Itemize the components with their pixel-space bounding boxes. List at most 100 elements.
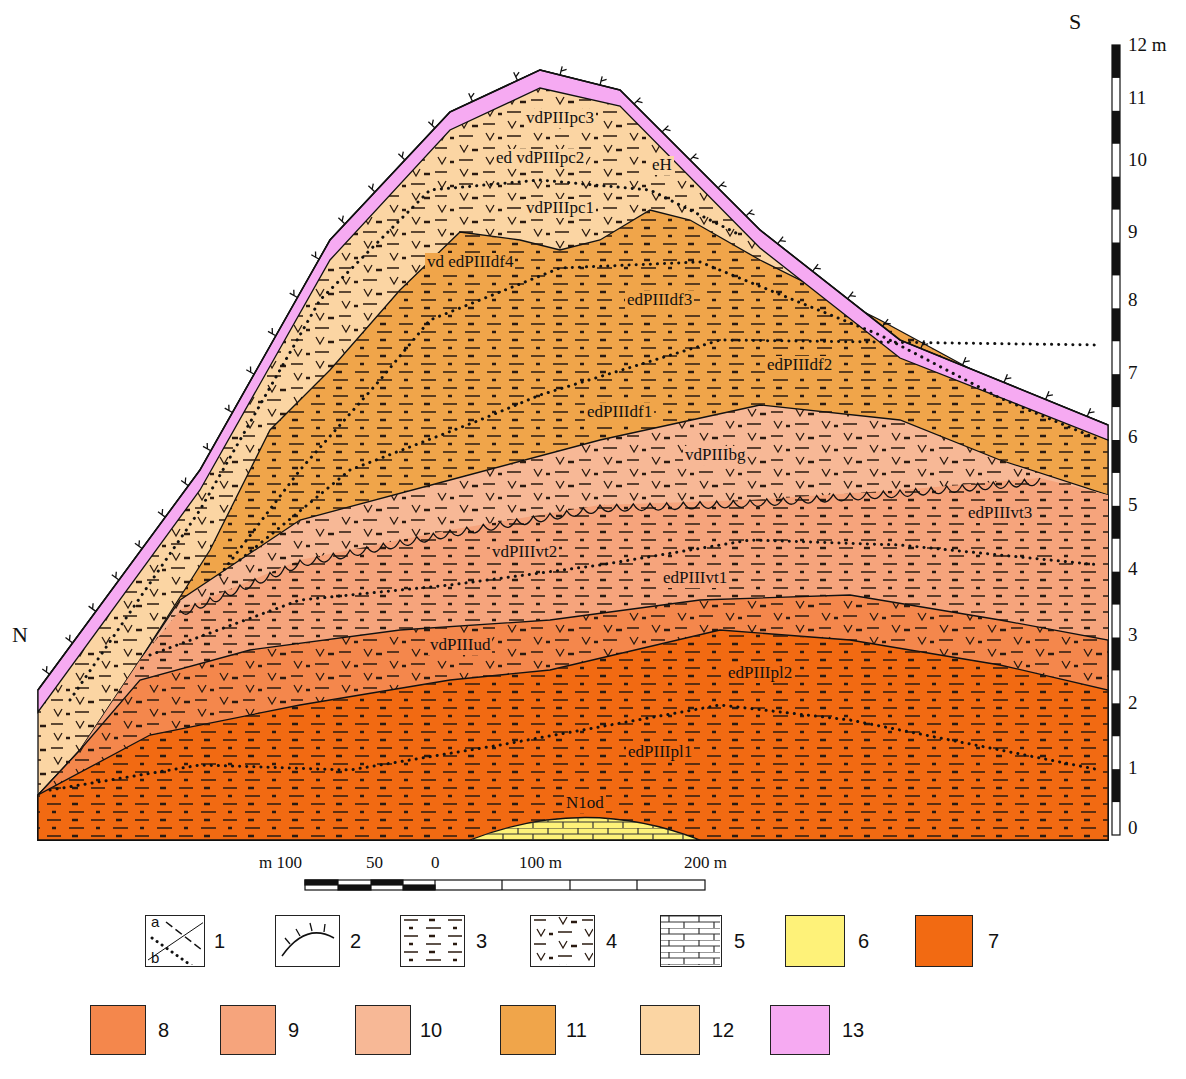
vt-layer	[38, 478, 1108, 840]
axis-label: 8	[1126, 290, 1140, 311]
axis-label: 9	[1126, 222, 1140, 243]
scale-bar	[1112, 506, 1120, 539]
scale-bar	[1112, 111, 1120, 144]
plant-symbol	[268, 328, 276, 336]
wavy-boundary	[180, 478, 1040, 614]
plant-symbol	[290, 290, 298, 298]
plant-symbol	[718, 182, 727, 188]
plant-symbol	[690, 154, 699, 160]
ud-layer	[38, 595, 1108, 840]
plant-symbol	[1046, 391, 1053, 399]
plant-symbol	[158, 509, 165, 517]
bg-pattern	[38, 405, 1108, 840]
plant-symbol	[181, 478, 188, 486]
plant-symbol	[428, 120, 435, 128]
scale-bar	[1112, 243, 1120, 276]
scale-label: m 100	[257, 854, 304, 873]
dotted-line	[70, 180, 740, 700]
scale-bar	[1112, 45, 1120, 835]
legend-number: 1	[214, 931, 225, 951]
legend-number: 10	[420, 1020, 442, 1040]
legend-swatch	[785, 915, 845, 967]
axis-label: 4	[1126, 559, 1140, 580]
plant-symbol	[311, 251, 319, 259]
legend-number: 5	[734, 931, 745, 951]
axis-label: 0	[1126, 818, 1140, 839]
unit-label: vdPIIIbg	[683, 446, 747, 465]
legend-swatch	[220, 1005, 276, 1055]
soil-layer	[38, 70, 1108, 712]
unit-label: edPIIIdf3	[625, 291, 694, 310]
legend-swatch	[770, 1005, 830, 1055]
unit-label: edPIIIvt1	[661, 569, 729, 588]
plant-symbol	[746, 210, 755, 216]
legend-sample	[400, 915, 465, 967]
unit-label: ed vdPIIIpc2	[494, 149, 586, 168]
scale-label: 200 m	[682, 854, 729, 873]
plant-symbol	[962, 357, 969, 365]
axis-label: S	[1067, 10, 1083, 34]
legend-number: 7	[988, 931, 999, 951]
legend-swatch	[90, 1005, 146, 1055]
unit-label: eH	[650, 156, 674, 175]
legend-sublabel: a	[149, 914, 161, 931]
unit-label: edPIIIvt3	[966, 504, 1034, 523]
axis-label: 2	[1126, 693, 1140, 714]
unit-label: vdPIIIud	[428, 636, 492, 655]
plant-symbol	[560, 66, 567, 75]
limestone-lens	[470, 818, 700, 841]
legend-sublabel: b	[149, 950, 161, 967]
scale-bar	[338, 885, 371, 890]
dotted-line	[50, 705, 1100, 790]
legend-number: 13	[842, 1020, 864, 1040]
plant-symbol	[634, 98, 643, 104]
plant-symbols	[38, 66, 1108, 690]
ground-surface	[38, 70, 1108, 690]
plant-symbol	[1087, 408, 1094, 416]
unit-label: vdPIIIvt2	[490, 543, 559, 562]
legend-number: 12	[712, 1020, 734, 1040]
vt-pattern	[38, 478, 1108, 840]
plant-symbol	[368, 184, 375, 192]
legend-swatch	[500, 1005, 556, 1055]
unit-label: vd edPIIIdf4	[425, 253, 515, 272]
legend-sample-art	[661, 916, 720, 965]
axis-label: 12 m	[1126, 35, 1169, 56]
axis-label: 3	[1126, 625, 1140, 646]
legend-number: 4	[606, 931, 617, 951]
bg-layer	[38, 405, 1108, 840]
df-layer	[38, 210, 1108, 840]
legend-swatch	[915, 915, 973, 967]
axis-label: 6	[1126, 427, 1140, 448]
scale-bar	[1112, 769, 1120, 802]
unit-label: edPIIIdf1	[585, 403, 654, 422]
unit-label: vdPIIIpc1	[524, 199, 596, 218]
legend-sample	[275, 915, 340, 967]
scale-label: 0	[429, 854, 442, 873]
scale-bar	[305, 880, 338, 885]
scale-bar	[1112, 572, 1120, 605]
axis-label: 1	[1126, 758, 1140, 779]
plant-symbol	[514, 72, 519, 80]
plant-symbol	[921, 340, 928, 348]
plant-symbol	[469, 93, 474, 101]
plant-symbol	[600, 76, 607, 85]
axis-label: N	[10, 623, 30, 647]
legend-number: 11	[566, 1020, 587, 1040]
legend-number: 8	[158, 1020, 169, 1040]
scale-bar	[1112, 308, 1120, 341]
dotted-line	[150, 540, 1100, 655]
legend-number: 9	[288, 1020, 299, 1040]
axis-label: 7	[1126, 363, 1140, 384]
limestone-pattern	[470, 818, 700, 841]
legend-sample-art	[276, 916, 338, 965]
plant-symbol	[42, 666, 49, 674]
dotted-line	[220, 262, 1100, 575]
unit-label: edPIIIpl2	[726, 664, 794, 683]
legend-sample	[530, 915, 595, 967]
dotted-line	[240, 340, 1100, 560]
plant-symbol	[225, 405, 233, 413]
scale-label: 50	[364, 854, 385, 873]
